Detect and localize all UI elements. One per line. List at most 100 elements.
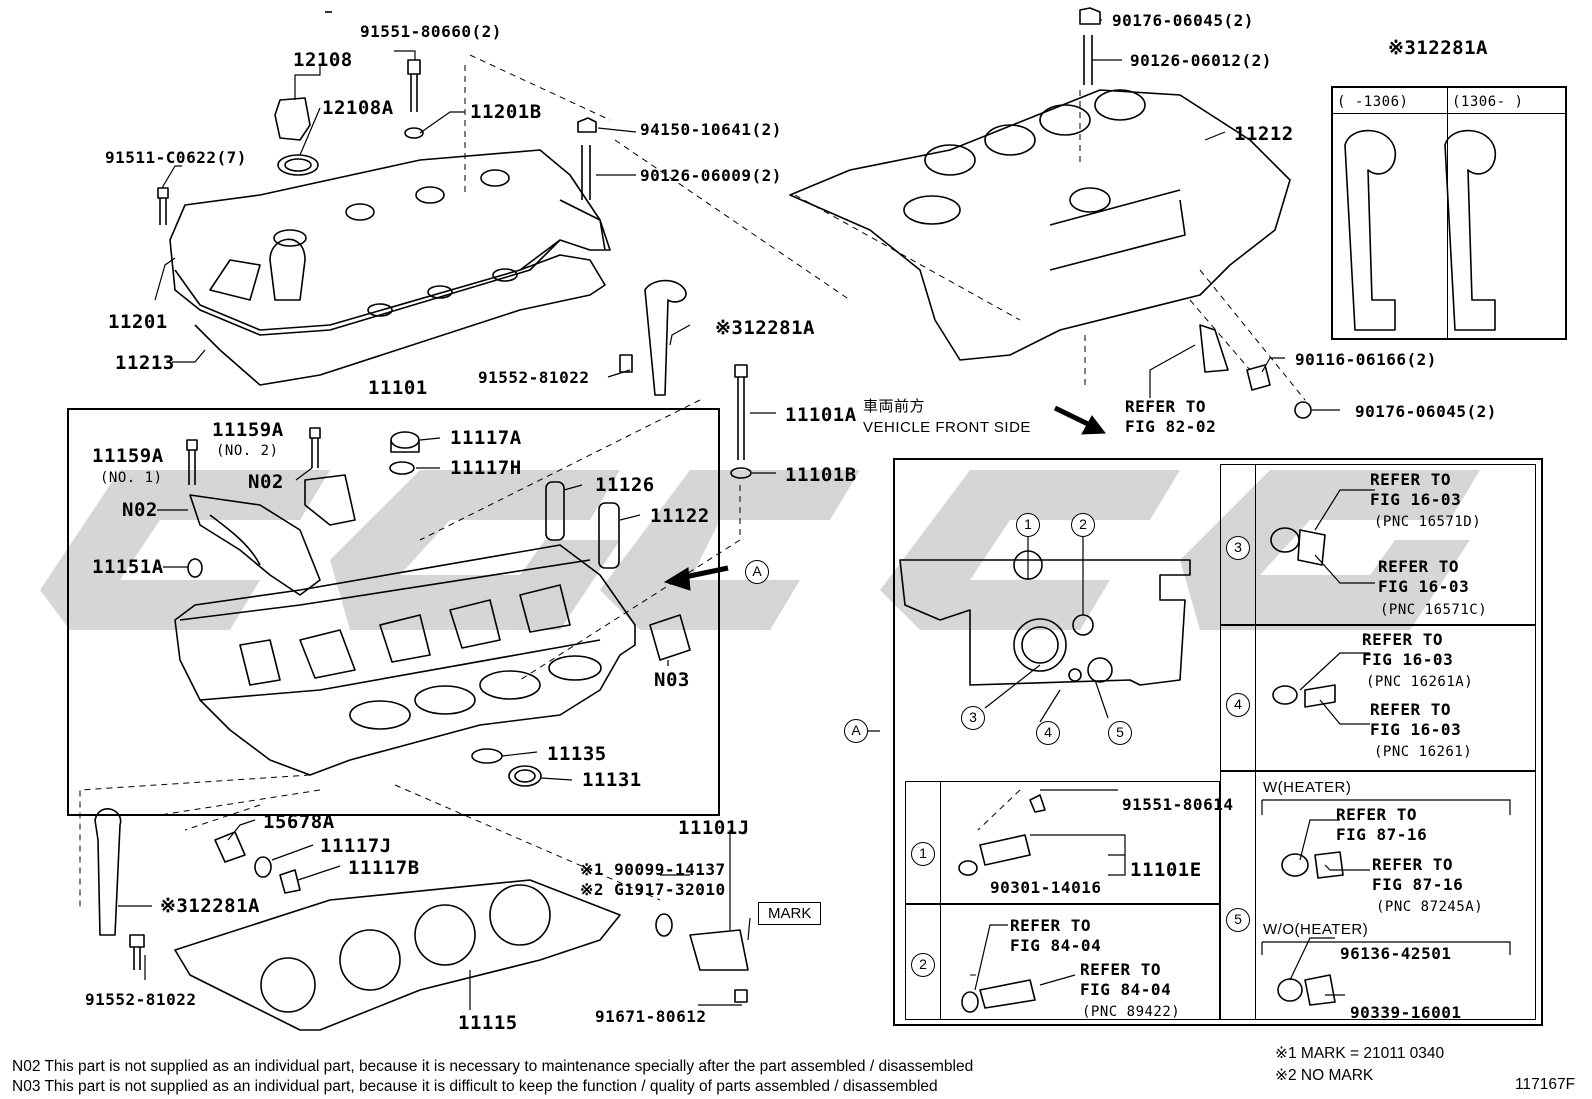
label-91671-80612: 91671-80612 xyxy=(595,1007,707,1026)
label-11117H: 11117H xyxy=(450,457,522,479)
detail-cell-parts xyxy=(958,527,1344,1013)
refer-fig-82-02-line2: FIG 82-02 xyxy=(1125,417,1217,436)
cylinder-head xyxy=(174,544,636,776)
detail-view-a-marker: A xyxy=(844,719,868,743)
cell-3-number: 3 xyxy=(1226,536,1250,560)
front-side-jp: 車両前方 xyxy=(863,397,926,415)
bracket-variant-frame xyxy=(1331,86,1567,340)
detail-cell-2 xyxy=(905,904,1220,1020)
cell-2-number: 2 xyxy=(911,953,935,977)
cell2-refer-b-2: FIG 84-04 xyxy=(1080,980,1172,999)
cell2-refer-b-3: (PNC 89422) xyxy=(1082,1004,1181,1020)
label-11213: 11213 xyxy=(115,352,175,374)
label-11212: 11212 xyxy=(1234,123,1294,145)
cell5-with-heater: W(HEATER) xyxy=(1263,779,1352,796)
label-91552-81022-bottom: 91552-81022 xyxy=(85,990,197,1009)
cell4-refer-a-2: FIG 16-03 xyxy=(1362,650,1454,669)
engine-cover xyxy=(789,89,1291,361)
label-11101B: 11101B xyxy=(785,464,857,486)
cell2-refer-b-1: REFER TO xyxy=(1080,960,1162,979)
label-12108: 12108 xyxy=(293,49,353,71)
cell-5-number: 5 xyxy=(1226,908,1250,932)
detail-view-a-frame xyxy=(893,458,1543,1026)
cell4-refer-b-2: FIG 16-03 xyxy=(1370,720,1462,739)
cell-1-number: 1 xyxy=(911,842,935,866)
label-12281A-bottom: ※312281A xyxy=(160,895,260,917)
label-90176-06045-top: 90176-06045(2) xyxy=(1112,11,1254,30)
label-11117J: 11117J xyxy=(320,835,392,857)
label-11122: 11122 xyxy=(650,505,710,527)
cell5-refer-a-1: REFER TO xyxy=(1336,805,1418,824)
label-N02-a: N02 xyxy=(248,471,284,493)
figure-number: 117167F xyxy=(1515,1076,1576,1093)
view-a-marker: A xyxy=(745,560,769,584)
label-90116-06166: 90116-06166(2) xyxy=(1295,350,1437,369)
cell3-refer-b-1: REFER TO xyxy=(1378,557,1460,576)
cell5-refer-b-3: (PNC 87245A) xyxy=(1376,899,1484,915)
detail-cell-3 xyxy=(1220,464,1536,625)
cylinder-head-gasket xyxy=(174,879,621,1031)
cell2-refer-a-2: FIG 84-04 xyxy=(1010,936,1102,955)
label-11101E: 11101E xyxy=(1130,859,1202,881)
label-11126: 11126 xyxy=(595,474,655,496)
label-range-before-1306: ( -1306) xyxy=(1337,94,1409,110)
label-91551-80614: 91551-80614 xyxy=(1122,795,1234,814)
cell5-refer-a-2: FIG 87-16 xyxy=(1336,825,1428,844)
detail-circle-2: 2 xyxy=(1071,513,1095,537)
label-91511-C0622: 91511-C0622(7) xyxy=(105,148,247,167)
detail-col-divider xyxy=(1255,464,1256,1020)
mark-note-2: ※2 NO MARK xyxy=(1275,1067,1374,1084)
label-12281A-box: ※312281A xyxy=(1388,37,1488,59)
cylinder-head-frame xyxy=(67,408,720,816)
cell3-refer-a-2: FIG 16-03 xyxy=(1370,490,1462,509)
label-11101: 11101 xyxy=(368,377,428,399)
label-91551-80660: 91551-80660(2) xyxy=(360,22,502,41)
cell3-refer-a-1: REFER TO xyxy=(1370,470,1452,489)
front-side-en: VEHICLE FRONT SIDE xyxy=(863,419,1031,436)
label-N03: N03 xyxy=(654,669,690,691)
bracket-frame-divider-h xyxy=(1331,113,1567,114)
label-11201: 11201 xyxy=(108,311,168,333)
label-11201B: 11201B xyxy=(470,101,542,123)
label-94150-10641: 94150-10641(2) xyxy=(640,120,782,139)
cell4-refer-a-3: (PNC 16261A) xyxy=(1366,674,1474,690)
label-11101J: 11101J xyxy=(678,817,750,839)
label-G1917-32010: ※2 G1917-32010 xyxy=(580,880,726,899)
label-11115: 11115 xyxy=(458,1012,518,1034)
refer-fig-82-02-line1: REFER TO xyxy=(1125,397,1207,416)
label-11159A-no2: 11159A xyxy=(212,419,284,441)
oil-filler-cap xyxy=(274,97,319,176)
label-N02-b: N02 xyxy=(122,499,158,521)
detail-cell-5 xyxy=(1220,771,1536,1020)
label-90099-14137: ※1 90099-14137 xyxy=(580,860,726,879)
bolts xyxy=(129,7,1312,1003)
detail-col-divider-left xyxy=(940,781,941,1020)
mark-note-1: ※1 MARK = 21011 0340 xyxy=(1275,1045,1445,1062)
dashed-guides xyxy=(79,54,1306,976)
label-90176-06045-bottom: 90176-06045(2) xyxy=(1355,402,1497,421)
label-11117B: 11117B xyxy=(348,857,420,879)
label-12108A: 12108A xyxy=(322,97,394,119)
mark-box: MARK xyxy=(758,902,822,925)
label-11159A-no1-sub: (NO. 1) xyxy=(100,470,163,486)
head-cover-gasket xyxy=(194,254,606,386)
bracket-frame-divider-v xyxy=(1447,86,1448,340)
label-11159A-no2-sub: (NO. 2) xyxy=(216,443,279,459)
cell5-refer-b-1: REFER TO xyxy=(1372,855,1454,874)
label-11101A: 11101A xyxy=(785,404,857,426)
label-90339-16001: 90339-16001 xyxy=(1350,1003,1462,1022)
label-11159A-no1: 11159A xyxy=(92,445,164,467)
label-range-after-1306: (1306- ) xyxy=(1452,94,1524,110)
label-11131: 11131 xyxy=(582,769,642,791)
cell2-refer-a-1: REFER TO xyxy=(1010,916,1092,935)
cell4-refer-a-1: REFER TO xyxy=(1362,630,1444,649)
label-11151A: 11151A xyxy=(92,556,164,578)
cell4-refer-b-1: REFER TO xyxy=(1370,700,1452,719)
detail-circle-3: 3 xyxy=(961,706,985,730)
footnote-n02: N02 This part is not supplied as an indi… xyxy=(12,1058,974,1075)
label-96136-42501: 96136-42501 xyxy=(1340,944,1452,963)
leader-lines xyxy=(118,19,1340,1010)
label-90126-06012: 90126-06012(2) xyxy=(1130,51,1272,70)
cell5-refer-b-2: FIG 87-16 xyxy=(1372,875,1464,894)
cell3-refer-b-2: FIG 16-03 xyxy=(1378,577,1470,596)
